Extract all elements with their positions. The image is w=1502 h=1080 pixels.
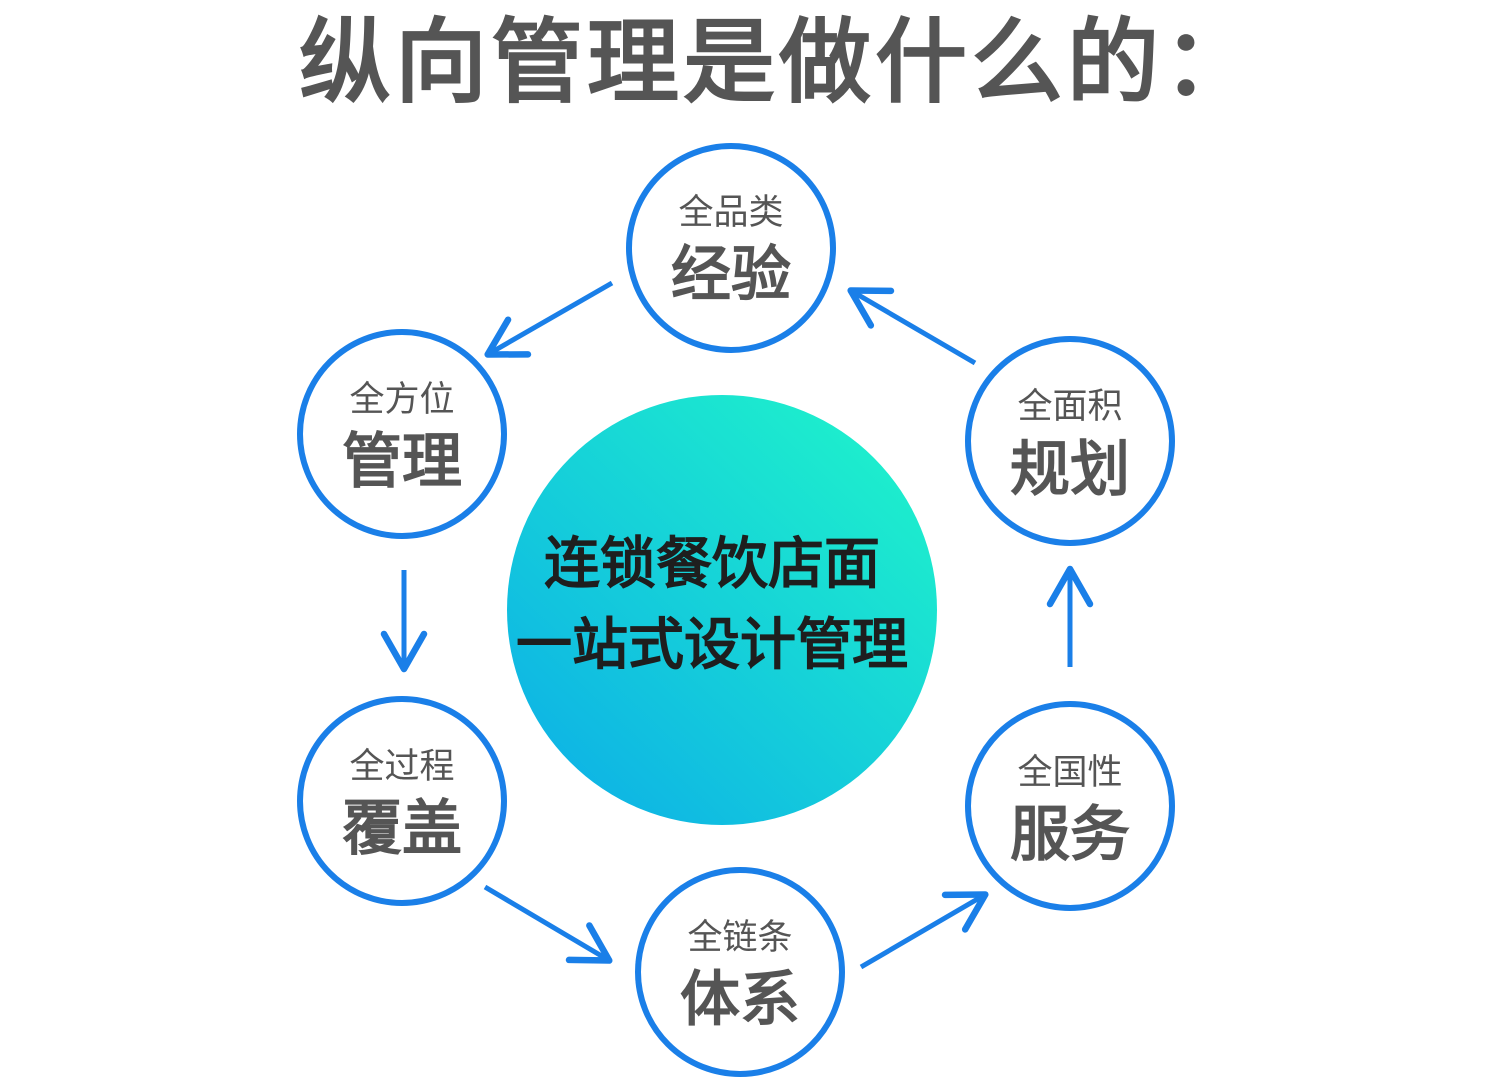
node-planning: 全面积 规划 — [965, 336, 1175, 546]
node-ring — [965, 336, 1175, 546]
node-sub-label: 全链条 — [687, 918, 792, 958]
page-title: 纵向管理是做什么的： — [298, 9, 1259, 116]
node-main-label: 体系 — [680, 965, 800, 1035]
center-title-line1: 连锁餐饮店面 — [544, 532, 880, 597]
arrow-coverage-to-system — [483, 884, 613, 964]
node-system: 全链条 体系 — [635, 867, 845, 1077]
arrow-planning-to-experience — [847, 287, 977, 366]
node-ring — [635, 867, 845, 1077]
node-main-label: 规划 — [1010, 435, 1130, 505]
arrow-system-to-service — [859, 891, 989, 970]
node-service: 全国性 服务 — [965, 701, 1175, 911]
node-ring — [297, 696, 507, 906]
node-ring — [965, 701, 1175, 911]
node-sub-label: 全品类 — [678, 193, 783, 233]
node-coverage: 全过程 覆盖 — [297, 696, 507, 906]
node-main-label: 服务 — [1010, 800, 1130, 870]
node-ring — [626, 143, 836, 353]
node-sub-label: 全面积 — [1017, 387, 1122, 427]
node-main-label: 经验 — [671, 240, 791, 310]
node-experience: 全品类 经验 — [626, 143, 836, 353]
flow-arrows — [380, 280, 1094, 970]
node-management: 全方位 管理 — [297, 329, 507, 539]
node-sub-label: 全国性 — [1017, 753, 1122, 793]
node-sub-label: 全过程 — [349, 747, 454, 787]
node-ring — [297, 329, 507, 539]
center-title-line2: 一站式设计管理 — [516, 613, 908, 678]
node-main-label: 管理 — [342, 427, 462, 497]
node-sub-label: 全方位 — [349, 380, 454, 420]
center-circle — [507, 395, 937, 825]
arrow-experience-to-management — [484, 280, 614, 358]
node-main-label: 覆盖 — [342, 794, 462, 864]
